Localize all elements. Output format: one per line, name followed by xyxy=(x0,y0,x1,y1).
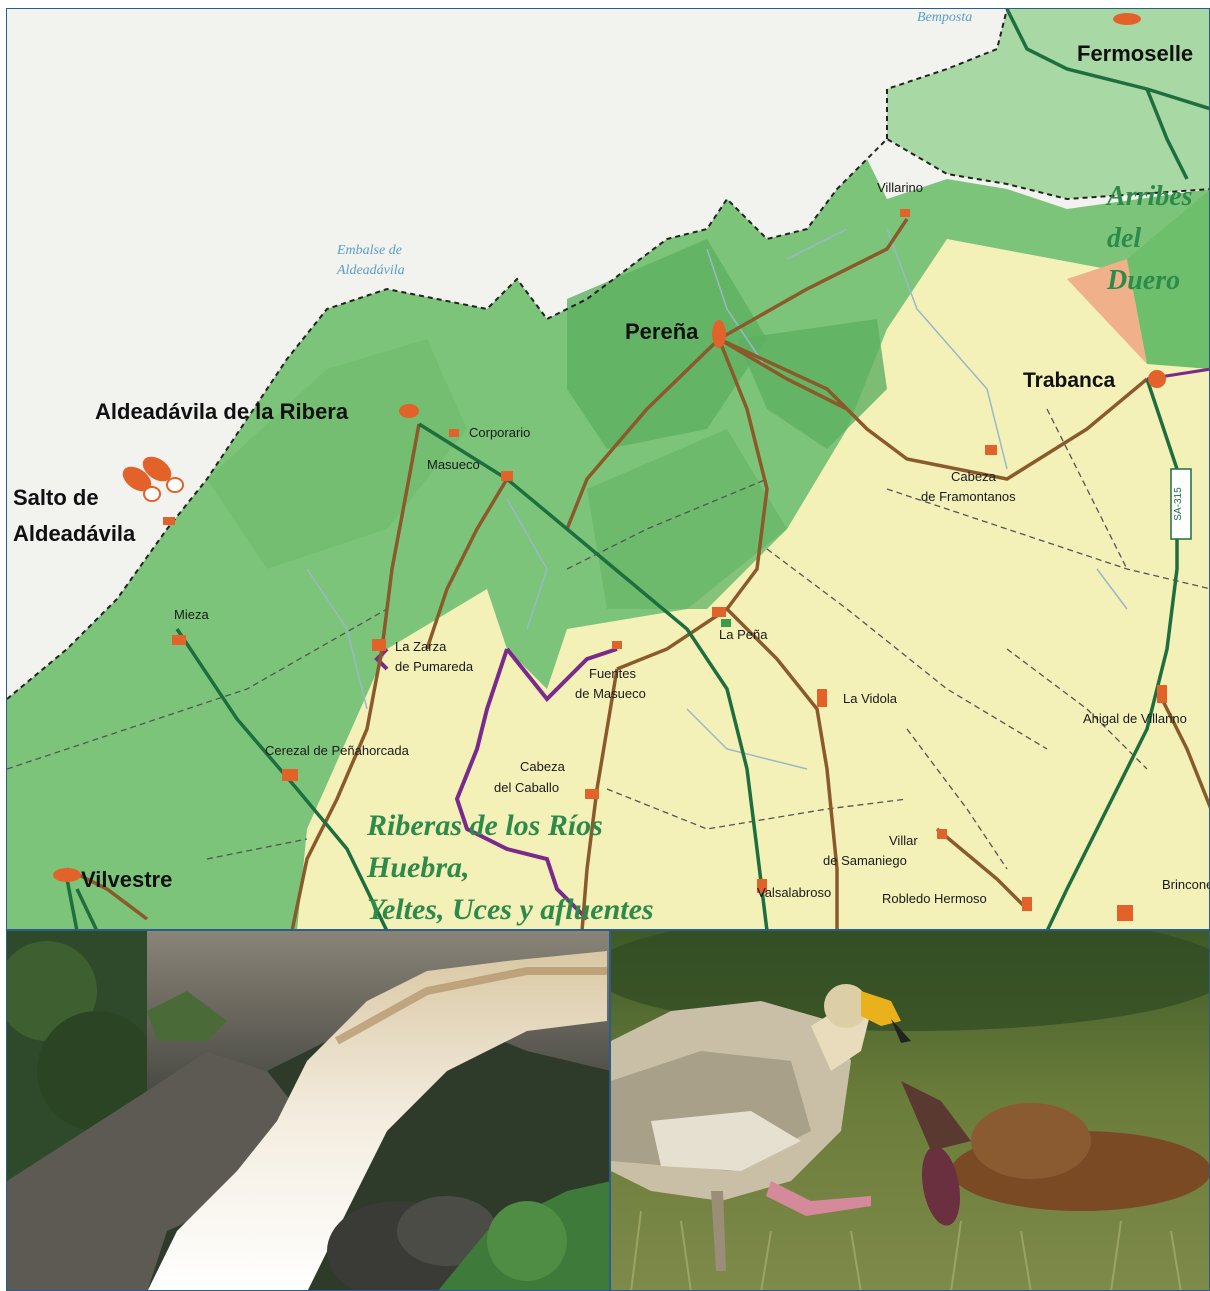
park-area-arribes xyxy=(1127,190,1209,369)
park-area-north xyxy=(887,9,1209,199)
relief-patch xyxy=(737,319,887,449)
photo-vulture xyxy=(610,930,1210,1291)
water-label-embalse-2: Aldeadávila xyxy=(336,263,405,278)
town-label-ahigal: Ahigal de Villarino xyxy=(1083,711,1187,726)
town-label-cerezal: Cerezal de Peñahorcada xyxy=(265,743,410,758)
town-label-cabeza-fram: Cabeza xyxy=(951,469,997,484)
relief-patch xyxy=(207,339,467,569)
town-label-zarza: La Zarza xyxy=(395,639,447,654)
la-pena-marker xyxy=(721,619,731,627)
border-line-north xyxy=(886,9,1008,139)
town-label-masueco: Masueco xyxy=(427,457,480,472)
town-label-la-pena: La Peña xyxy=(719,627,768,642)
tracks xyxy=(7,408,1209,870)
park-boundary xyxy=(505,647,618,702)
park-label-riberas-3: Yeltes, Uces y afluentes xyxy=(367,893,654,926)
town-label-cabeza-fram-2: de Framontanos xyxy=(921,489,1016,504)
salto-label-1: Salto de xyxy=(13,485,99,510)
town-label-fuentes: Fuentes xyxy=(589,666,636,681)
park-label-riberas-1: Riberas de los Ríos xyxy=(366,809,603,842)
town-label-villarino: Villarino xyxy=(877,180,923,195)
town-label-villar-2: de Samaniego xyxy=(823,853,907,868)
park-boundary xyxy=(374,647,589,921)
town-label-la-vidola: La Vidola xyxy=(843,691,898,706)
photo-waterfall xyxy=(6,930,610,1291)
town-label-villar: Villar xyxy=(889,833,918,848)
special-zone xyxy=(1067,259,1147,364)
town-markers xyxy=(53,13,1167,921)
town-label-valsalabroso: Valsalabroso xyxy=(757,885,831,900)
town-label-vilvestre: Vilvestre xyxy=(81,867,172,892)
rivers xyxy=(306,228,1128,770)
town-label-fuentes-2: de Masueco xyxy=(575,686,646,701)
town-label-robledo: Robledo Hermoso xyxy=(882,891,987,906)
salto-label-2: Aldeadávila xyxy=(13,521,136,546)
plain-area xyxy=(297,239,1209,929)
town-label-zarza-2: de Pumareda xyxy=(395,659,474,674)
park-label-riberas-2: Huebra, xyxy=(366,851,470,884)
water-label-bemposta: Bemposta xyxy=(917,10,972,25)
town-label-corporario: Corporario xyxy=(469,425,530,440)
park-label-arribes-3: Duero xyxy=(1106,265,1180,296)
relief-patch xyxy=(567,239,767,449)
town-label-perena: Pereña xyxy=(625,319,699,344)
road-code-label: SA-315 xyxy=(1173,487,1184,521)
town-label-fermoselle: Fermoselle xyxy=(1077,41,1193,66)
town-label-cabeza-caballo: Cabeza xyxy=(520,759,566,774)
relief-patch xyxy=(587,429,787,609)
town-label-brincones: Brincones xyxy=(1162,877,1210,892)
road-vilvestre xyxy=(75,888,98,929)
town-label-mieza: Mieza xyxy=(174,607,209,622)
dam-icon xyxy=(122,456,184,502)
town-label-aldeadavila: Aldeadávila de la Ribera xyxy=(95,399,349,424)
park-label-arribes-1: Arribes xyxy=(1105,181,1193,212)
road-code-badge: SA-315 xyxy=(1170,468,1192,540)
water-label-embalse: Embalse de xyxy=(336,243,402,258)
park-label-arribes-2: del xyxy=(1107,223,1141,254)
town-label-cabeza-caballo-2: del Caballo xyxy=(494,780,559,795)
region-map: SA-315 Bemposta Embalse de xyxy=(6,8,1210,930)
town-label-trabanca: Trabanca xyxy=(1023,369,1116,392)
